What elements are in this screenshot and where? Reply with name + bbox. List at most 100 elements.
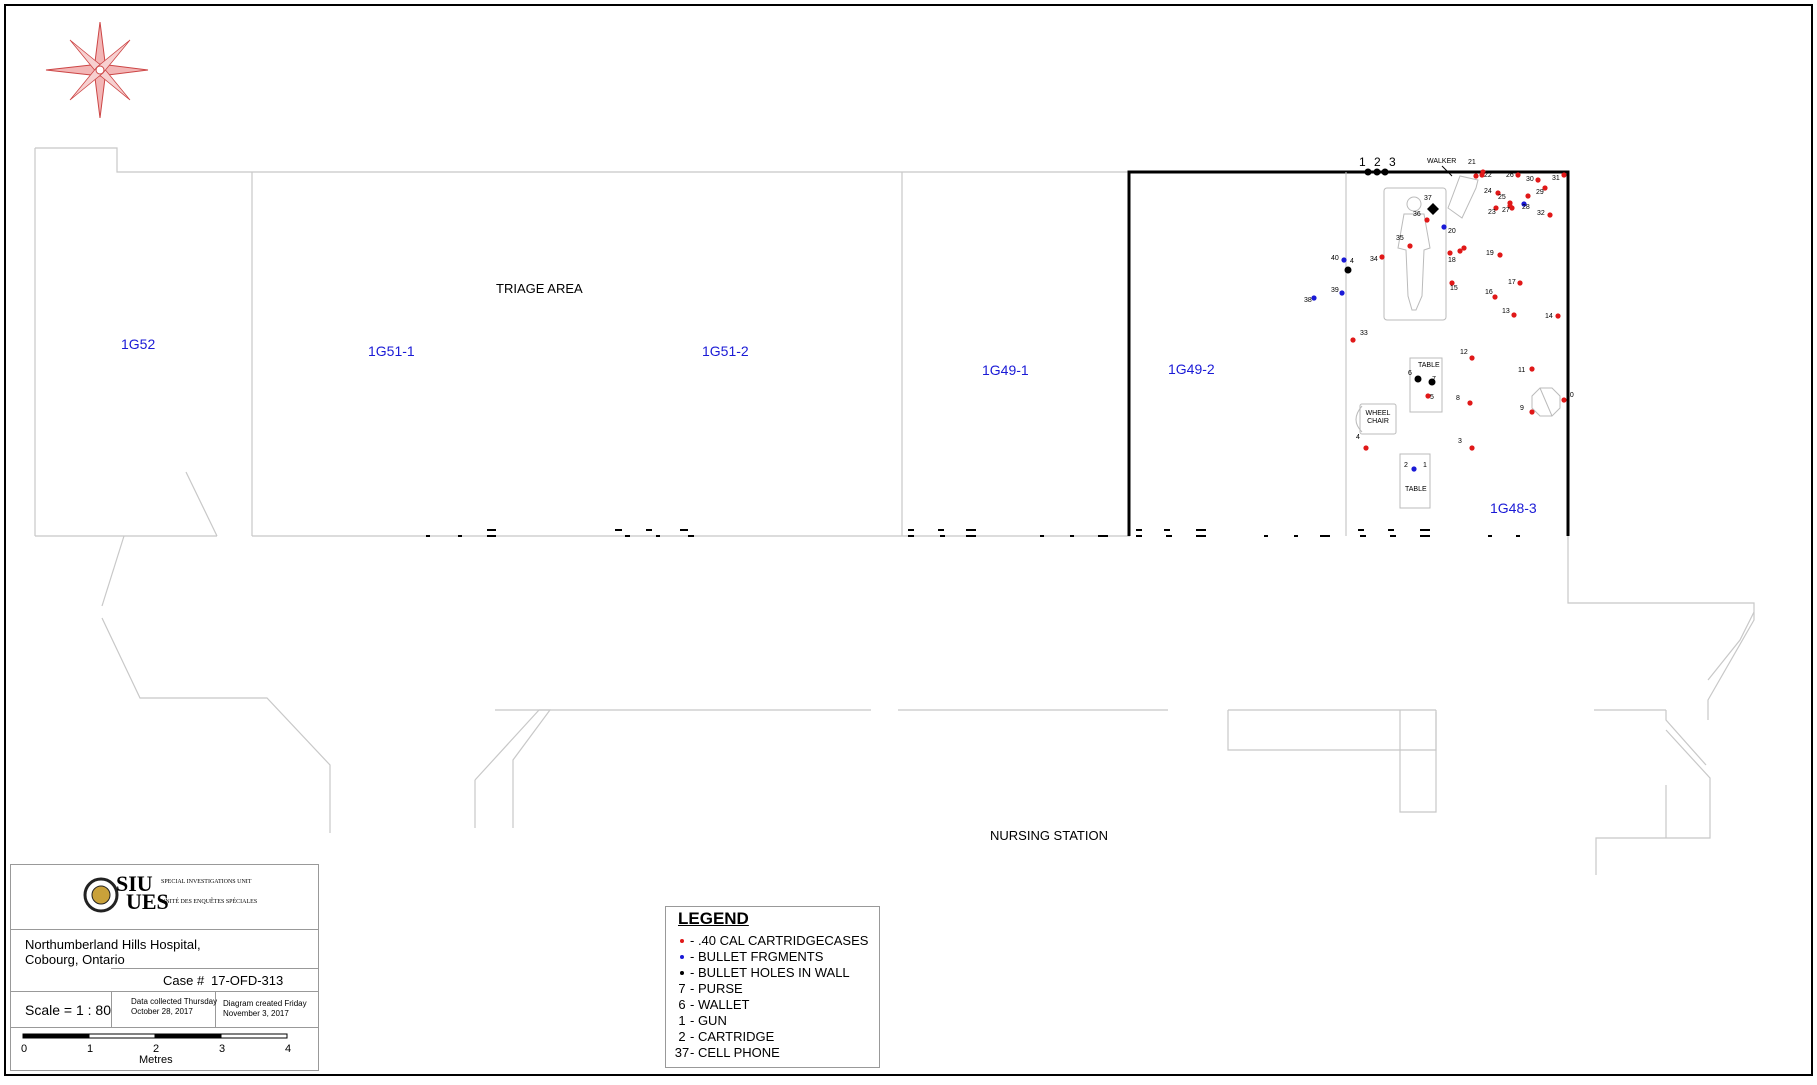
evidence-number-label: 22 <box>1484 172 1492 179</box>
evidence-dot <box>1467 400 1473 406</box>
location-line-1: Northumberland Hills Hospital, <box>25 937 201 952</box>
legend-title: LEGEND <box>678 909 749 928</box>
evidence-number-label: 14 <box>1545 313 1553 320</box>
room-walls <box>34 147 1755 875</box>
legend-item: 7 - PURSE <box>674 981 743 996</box>
scale-bar <box>22 1033 288 1039</box>
diagram-created-line-1: Diagram created Friday <box>223 999 307 1008</box>
room-1g49-1: 1G49-1 <box>982 362 1029 378</box>
room-1g48-3-wall <box>1127 170 1570 536</box>
evidence-dot <box>1473 173 1479 179</box>
evidence-dot <box>1350 337 1356 343</box>
room-1g48-3: 1G48-3 <box>1490 500 1537 516</box>
evidence-number-label: 32 <box>1537 210 1545 217</box>
evidence-dot <box>1414 375 1422 383</box>
evidence-number-label: 28 <box>1522 204 1530 211</box>
legend-symbol: 7 <box>678 981 686 996</box>
evidence-dot <box>1457 248 1463 254</box>
legend-symbol: 37 <box>674 1045 690 1060</box>
evidence-number-label: 12 <box>1460 349 1468 356</box>
scale-tick-0: 0 <box>21 1043 28 1055</box>
org-long-en: Special Investigations Unit <box>161 879 252 885</box>
evidence-number-label: 6 <box>1408 370 1412 377</box>
evidence-dot <box>1447 250 1453 256</box>
evidence-number-label: 39 <box>1331 287 1339 294</box>
evidence-number-label: 34 <box>1370 256 1378 263</box>
legend-symbol: 2 <box>678 1029 686 1044</box>
location-line-2: Cobourg, Ontario <box>25 952 125 967</box>
evidence-dot <box>1449 280 1455 286</box>
table-top <box>1409 357 1443 413</box>
marker-2-label: 2 <box>1374 155 1381 169</box>
evidence-dot <box>1339 290 1345 296</box>
title-block: SIU UES Special Investigations Unit Unit… <box>10 864 319 1071</box>
wheelchair-label: WHEEL CHAIR <box>1365 410 1391 425</box>
org-long-fr: Unité des enquêtes spéciales <box>161 899 258 905</box>
legend-item: - BULLET HOLES IN WALL <box>674 965 850 980</box>
evidence-dot <box>1561 397 1567 403</box>
evidence-number-label: 27 <box>1502 207 1510 214</box>
evidence-number-label: 35 <box>1396 235 1404 242</box>
legend-label: - BULLET FRGMENTS <box>690 949 824 964</box>
scale-unit: Metres <box>139 1054 173 1066</box>
evidence-number-label: 38 <box>1304 297 1312 304</box>
evidence-number-label: 7 <box>1432 376 1436 383</box>
evidence-dot <box>1517 280 1523 286</box>
evidence-dot <box>1461 245 1467 251</box>
legend-item: - BULLET FRGMENTS <box>674 949 823 964</box>
room-1g49-2: 1G49-2 <box>1168 361 1215 377</box>
nursing-station-label: NURSING STATION <box>990 828 1108 843</box>
evidence-dot <box>1425 393 1431 399</box>
evidence-number-label: 3 <box>1458 438 1462 445</box>
org-short-en: SIU <box>116 871 153 896</box>
evidence-number-label: 33 <box>1360 330 1368 337</box>
evidence-dot <box>1515 172 1521 178</box>
wall-break-dashes <box>426 529 1520 537</box>
cell-phone-marker <box>1427 203 1439 215</box>
evidence-dot <box>1509 205 1515 211</box>
legend-label: - CARTRIDGE <box>690 1029 775 1044</box>
evidence-dot <box>1311 295 1317 301</box>
evidence-number-label: 26 <box>1506 172 1514 179</box>
evidence-dot <box>1529 366 1535 372</box>
evidence-dots <box>1311 169 1567 472</box>
evidence-dot <box>1521 201 1527 207</box>
evidence-dot <box>1493 205 1499 211</box>
room-1g52: 1G52 <box>121 336 156 352</box>
evidence-dot <box>1555 313 1561 319</box>
evidence-dot <box>1525 193 1531 199</box>
evidence-number-label: 29 <box>1536 189 1544 196</box>
walker-icon <box>1441 165 1479 219</box>
marker-3-label: 3 <box>1389 155 1396 169</box>
marker-1-label: 1 <box>1359 155 1366 169</box>
legend-item: 2 - CARTRIDGE <box>674 1029 774 1044</box>
evidence-number-label: 13 <box>1502 308 1510 315</box>
legend-label: - WALLET <box>690 997 750 1012</box>
evidence-number-label: 8 <box>1456 395 1460 402</box>
compass-rose-icon <box>45 21 149 119</box>
legend-symbol: 6 <box>678 997 686 1012</box>
case-label: Case # <box>163 973 205 988</box>
scale-tick-1: 1 <box>87 1043 94 1055</box>
evidence-dot <box>1344 266 1352 274</box>
evidence-dot <box>1529 409 1535 415</box>
evidence-number-label: 40 <box>1331 255 1339 262</box>
evidence-number-label: 9 <box>1520 405 1524 412</box>
table-top-label: TABLE <box>1418 362 1440 369</box>
evidence-number-label: 18 <box>1448 257 1456 264</box>
evidence-number-label: 23 <box>1488 209 1496 216</box>
evidence-number-label: 17 <box>1508 279 1516 286</box>
legend-label: - PURSE <box>690 981 743 996</box>
data-collected-line-2: October 28, 2017 <box>131 1007 193 1016</box>
evidence-dot <box>1492 294 1498 300</box>
evidence-dot <box>1535 177 1541 183</box>
top-markers <box>1364 168 1389 176</box>
evidence-number-label: 2 <box>1404 462 1408 469</box>
evidence-dot <box>1341 257 1347 263</box>
evidence-dot <box>1363 445 1369 451</box>
evidence-dot <box>1542 185 1548 191</box>
case-number: 17-OFD-313 <box>211 973 284 988</box>
evidence-number-label: 36 <box>1413 211 1421 218</box>
evidence-dot <box>1480 169 1486 175</box>
